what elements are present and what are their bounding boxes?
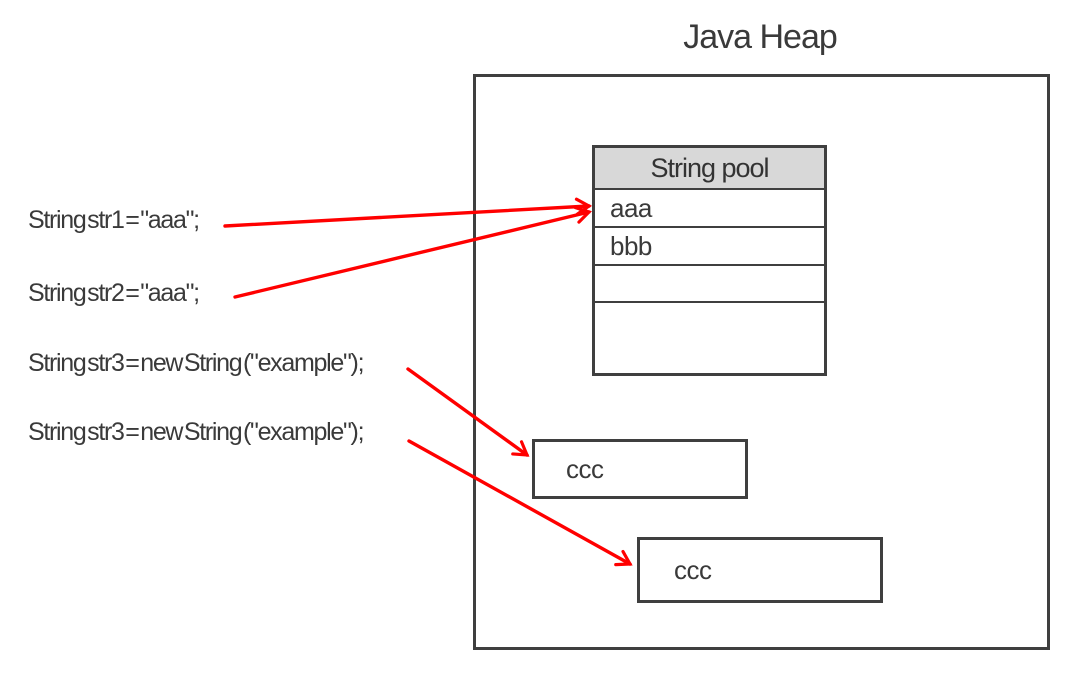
string-pool-row-empty-2	[595, 303, 824, 373]
heap-object-ccc-2: ccc	[637, 537, 883, 603]
code-label-str3-second: String str3 = new String ("example");	[28, 418, 365, 446]
string-pool-row-aaa: aaa	[595, 190, 824, 228]
heap-object-ccc-1: ccc	[532, 439, 748, 499]
diagram-title: Java Heap	[683, 18, 838, 56]
string-pool-row-bbb: bbb	[595, 228, 824, 266]
code-label-str3-first: String str3 = new String ("example");	[28, 349, 365, 377]
string-pool-table: String pool aaa bbb	[592, 145, 827, 376]
code-label-str2: String str2 = "aaa";	[28, 279, 200, 307]
string-pool-header: String pool	[595, 148, 824, 190]
code-label-str1: String str1 = "aaa";	[28, 206, 200, 234]
string-pool-row-empty-1	[595, 266, 824, 303]
